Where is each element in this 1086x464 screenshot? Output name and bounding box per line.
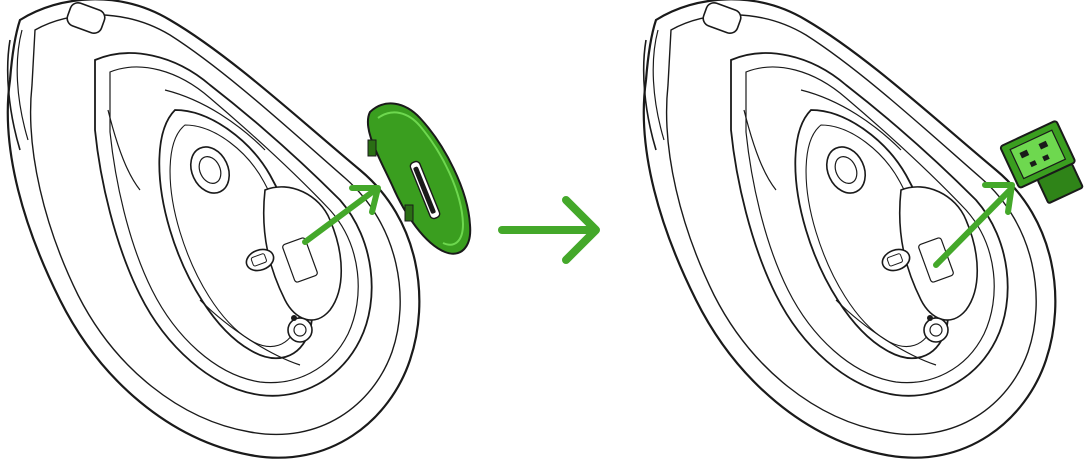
step-remove-dongle [644,0,1086,458]
mouse-bottom-icon [8,0,420,458]
right-arrow-icon [502,200,596,260]
mouse-bottom-icon [644,0,1056,458]
step-remove-cover [8,0,471,458]
